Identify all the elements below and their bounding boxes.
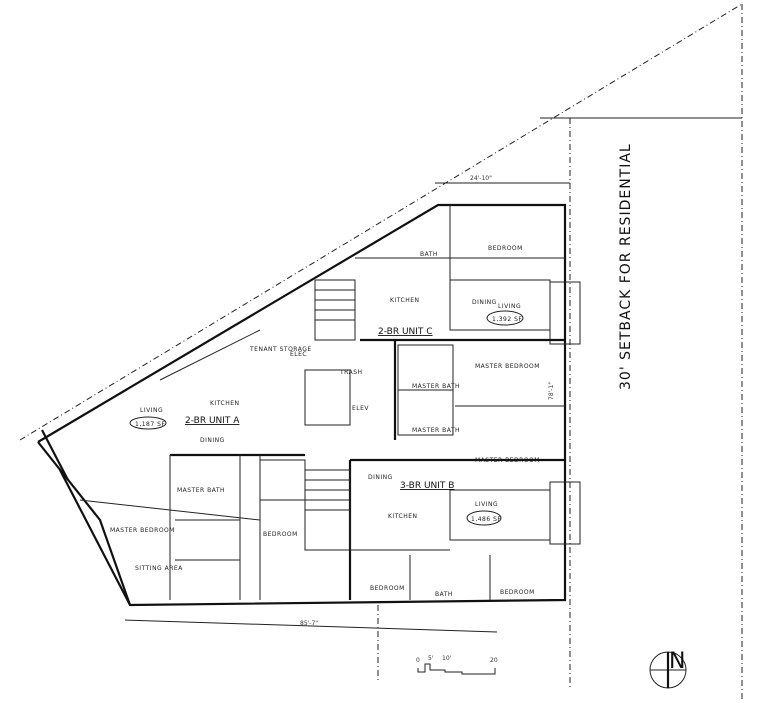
area-tag-unit-b	[466, 510, 502, 526]
room-kitchen-a: KITCHEN	[210, 400, 240, 407]
top-width-dimension: 24'-10"	[470, 175, 492, 182]
room-master-bath-2: MASTER BATH	[412, 427, 460, 434]
right-depth-dimension: 78'-1"	[548, 382, 555, 400]
setback-note: 30' SETBACK FOR RESIDENTIAL	[618, 143, 634, 390]
scale-bar	[417, 663, 496, 675]
room-elec: ELEC	[290, 351, 307, 358]
room-dining-b: DINING	[368, 474, 393, 481]
unit-c-area: 1,392 SF	[492, 316, 522, 323]
room-master-bedroom-1: MASTER BEDROOM	[475, 363, 540, 370]
room-living-b: LIVING	[475, 501, 498, 508]
unit-b-area: 1,486 SF	[471, 516, 501, 523]
north-arrow-icon	[649, 651, 687, 689]
room-tenant-storage: TENANT STORAGE	[249, 346, 312, 353]
north-label: N	[669, 649, 685, 674]
room-living-c: LIVING	[498, 303, 521, 310]
room-bath-c: BATH	[420, 251, 438, 258]
room-dining-c: DINING	[472, 299, 497, 306]
scale-tick-5: 5'	[428, 655, 434, 662]
room-master-bath-1: MASTER BATH	[412, 383, 460, 390]
room-elev: ELEV	[352, 405, 369, 412]
unit-b-label: 3-BR UNIT B	[400, 481, 454, 491]
unit-a-area: 1,187 SF	[135, 421, 165, 428]
area-tag-unit-a	[129, 416, 167, 430]
room-trash: TRASH	[339, 369, 363, 376]
scale-tick-20: 20	[490, 657, 498, 664]
room-living-a: LIVING	[140, 407, 163, 414]
room-master-bath-a: MASTER BATH	[177, 487, 225, 494]
room-master-bedroom-2: MASTER BEDROOM	[475, 457, 540, 464]
scale-tick-0: 0	[416, 657, 420, 664]
room-sitting-area: SITTING AREA	[135, 565, 183, 572]
room-bath-b: BATH	[435, 591, 453, 598]
dimension-lines	[124, 182, 570, 680]
room-bedroom-c: BEDROOM	[488, 245, 523, 252]
property-line	[19, 3, 743, 700]
scale-tick-10: 10'	[442, 655, 452, 662]
bottom-width-dimension: 85'-7"	[300, 620, 318, 627]
room-kitchen-b: KITCHEN	[388, 513, 418, 520]
room-bedroom-b2: BEDROOM	[500, 589, 535, 596]
room-master-bedroom-a: MASTER BEDROOM	[110, 527, 175, 534]
room-dining-a: DINING	[200, 437, 225, 444]
room-bedroom-b1: BEDROOM	[370, 585, 405, 592]
area-tag-unit-c	[486, 310, 524, 326]
room-kitchen-c: KITCHEN	[390, 297, 420, 304]
building-walls	[37, 203, 581, 607]
room-bedroom-a: BEDROOM	[263, 531, 298, 538]
unit-a-label: 2-BR UNIT A	[185, 416, 240, 426]
unit-c-label: 2-BR UNIT C	[378, 327, 433, 337]
